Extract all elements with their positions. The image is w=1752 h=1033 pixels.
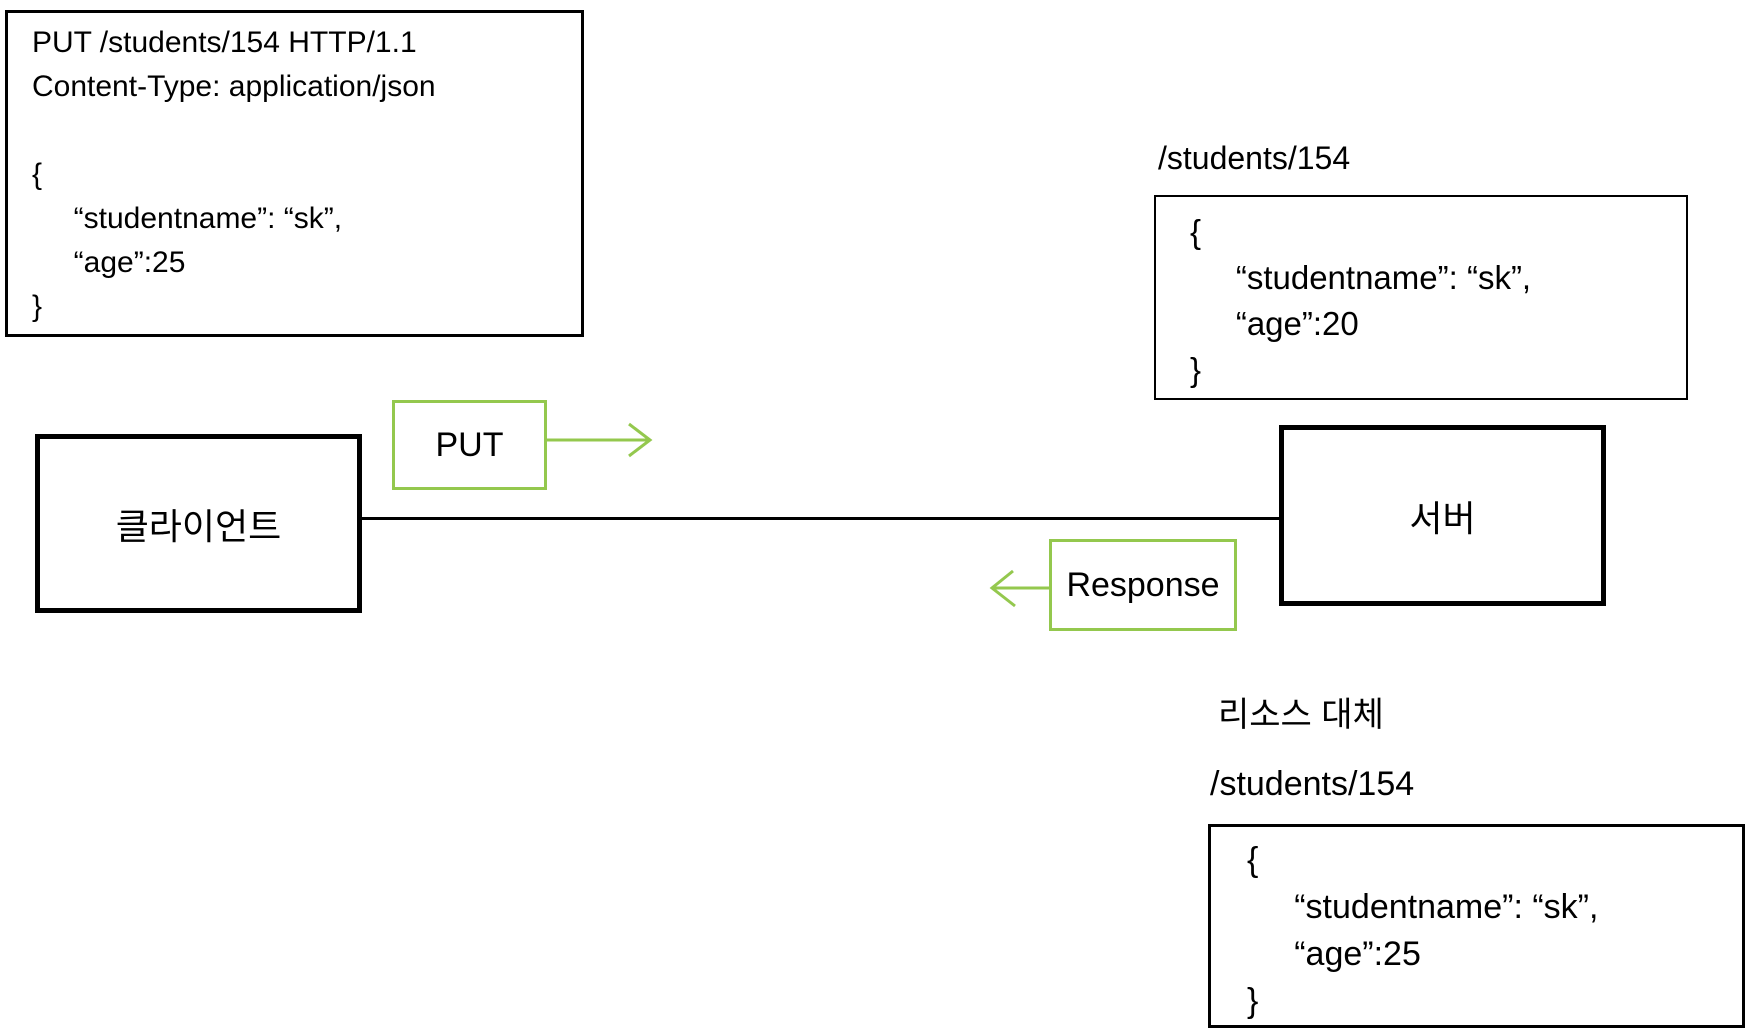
request-line: PUT /students/154 HTTP/1.1 <box>32 26 417 59</box>
http-request-box: PUT /students/154 HTTP/1.1 Content-Type:… <box>5 10 584 337</box>
right-arrow-icon <box>547 422 653 458</box>
server-resource-json-box: { “studentname”: “sk”, “age”:20 } <box>1154 195 1688 400</box>
left-arrow-icon <box>989 569 1049 608</box>
json-line: { <box>1190 213 1202 250</box>
request-line: “studentname”: “sk”, <box>32 202 343 235</box>
server-resource-path-label: /students/154 <box>1158 140 1351 176</box>
json-line: “studentname”: “sk”, <box>1247 888 1599 926</box>
json-line: } <box>1247 982 1259 1020</box>
result-resource-json-box: { “studentname”: “sk”, “age”:25 } <box>1208 824 1745 1028</box>
request-line: { <box>32 158 43 191</box>
response-label: Response <box>1066 565 1220 604</box>
request-line: “age”:25 <box>32 246 186 279</box>
json-line: “studentname”: “sk”, <box>1190 259 1532 296</box>
json-line: { <box>1247 841 1259 879</box>
put-method-label: PUT <box>435 425 504 464</box>
client-node-label: 클라이언트 <box>115 505 282 547</box>
json-line: “age”:25 <box>1247 935 1421 973</box>
request-line <box>32 109 581 153</box>
request-line: Content-Type: application/json <box>32 70 436 103</box>
server-node-label: 서버 <box>1409 497 1476 539</box>
client-node-box: 클라이언트 <box>35 434 362 613</box>
json-line: } <box>1190 351 1202 388</box>
response-box: Response <box>1049 539 1237 631</box>
request-line: } <box>32 290 43 323</box>
json-line: “age”:20 <box>1190 305 1359 342</box>
client-server-connector-line <box>362 517 1279 520</box>
server-node-box: 서버 <box>1279 425 1606 606</box>
put-method-box: PUT <box>392 400 547 490</box>
resource-replaced-caption: 리소스 대체 <box>1218 696 1384 734</box>
result-resource-path-label: /students/154 <box>1210 765 1415 803</box>
